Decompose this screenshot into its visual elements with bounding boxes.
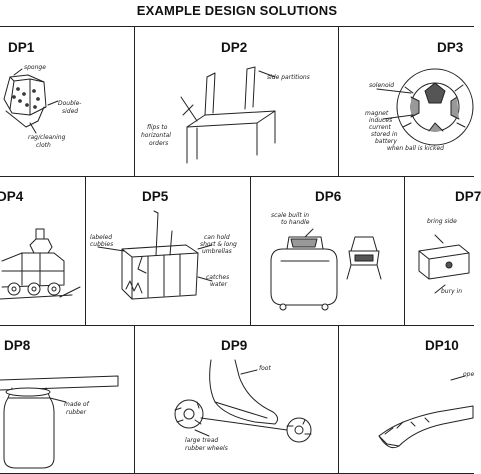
annotation: side partitions [267,74,310,81]
annotation: bring side [427,218,457,225]
soccer-ball-generator-sketch-icon [376,68,474,146]
grid-row-divider-1 [0,176,474,177]
panel-label: DP10 [425,338,459,353]
panel-dp2: DP2 side partitions flips to horizontal … [135,27,338,176]
annotation: cubbies [90,241,114,248]
panel-label: DP9 [221,338,248,353]
rubber-jar-sketch-icon [0,375,119,469]
annotation: bury in [441,288,463,295]
side-partition-shelf-sketch-icon [180,66,276,164]
panel-label: DP6 [315,189,342,204]
umbrella-stand-sketch-icon [97,210,213,300]
annotation: magnet [365,110,389,117]
annotation: horizontal [141,132,171,139]
panel-dp10: DP10 ope [339,326,474,473]
train-cart-sketch-icon [0,228,81,300]
panel-dp4: DP4 [0,177,85,325]
annotation: large tread [185,437,219,444]
annotation: battery [375,138,397,145]
panel-dp5: DP5 labeled cubbies can hold short & lon… [86,177,250,325]
annotation: flips to [147,124,168,131]
annotation: ope [463,371,475,378]
panel-label: DP4 [0,189,24,204]
panel-label: DP3 [437,40,464,55]
scale-handle-luggage-sketch-icon [270,228,382,311]
panel-dp3: DP3 solenoid magnet induces current stor… [339,27,474,176]
annotation: orders [149,140,169,147]
annotation: solenoid [369,82,395,89]
grid-col-divider-r2b [250,176,251,325]
grid-col-divider-r1a [134,26,135,176]
annotation: stored in [371,131,398,138]
annotation: to handle [281,219,310,226]
annotation: when ball is kicked [387,145,444,152]
panel-dp6: DP6 scale built in to handle [251,177,404,325]
tongs-sketch-icon [378,375,474,449]
sponge-sketch-icon [3,68,59,134]
annotation: catches [206,274,230,281]
panel-dp8: DP8 made of rubber [0,326,134,473]
annotation: sponge [24,64,46,71]
annotation: umbrellas [202,248,232,255]
panel-label: DP8 [4,338,31,353]
annotation: rag/cleaning [28,134,66,141]
annotation: scale built in [271,212,310,219]
annotation: induces [369,117,393,124]
annotation: current [369,124,391,131]
grid-col-divider-r3a [134,325,135,474]
rubber-wheel-shoe-sketch-icon [174,359,312,443]
annotation: sided [62,108,79,115]
panel-label: DP7 [455,189,481,204]
grid-col-divider-r1b [338,26,339,176]
grid-col-divider-r2c [404,176,405,325]
annotation: rubber [66,409,87,416]
grid-col-divider-r2a [85,176,86,325]
annotation: cloth [36,142,51,149]
panel-dp9: DP9 foot large tread rubber wheels [135,326,338,473]
annotation: foot [259,365,271,372]
annotation: Double- [58,100,82,107]
grid-col-divider-r3b [338,325,339,474]
panel-label: DP5 [142,189,169,204]
panel-label: DP2 [221,40,248,55]
annotation: labeled [90,234,113,241]
annotation: water [210,281,228,288]
annotation: short & long [200,241,237,248]
buried-box-sketch-icon [418,234,470,294]
grid-top-border [0,26,474,27]
panel-dp1: DP1 sponge Double- sided rag/cleaning cl… [0,27,134,176]
panel-dp7: DP7 bring side bury in [405,177,481,325]
page-title: EXAMPLE DESIGN SOLUTIONS [136,3,338,18]
annotation: made of [64,401,89,408]
annotation: rubber wheels [185,445,228,452]
grid-row-divider-2 [0,325,474,326]
panel-label: DP1 [8,40,35,55]
annotation: can hold [204,234,230,241]
